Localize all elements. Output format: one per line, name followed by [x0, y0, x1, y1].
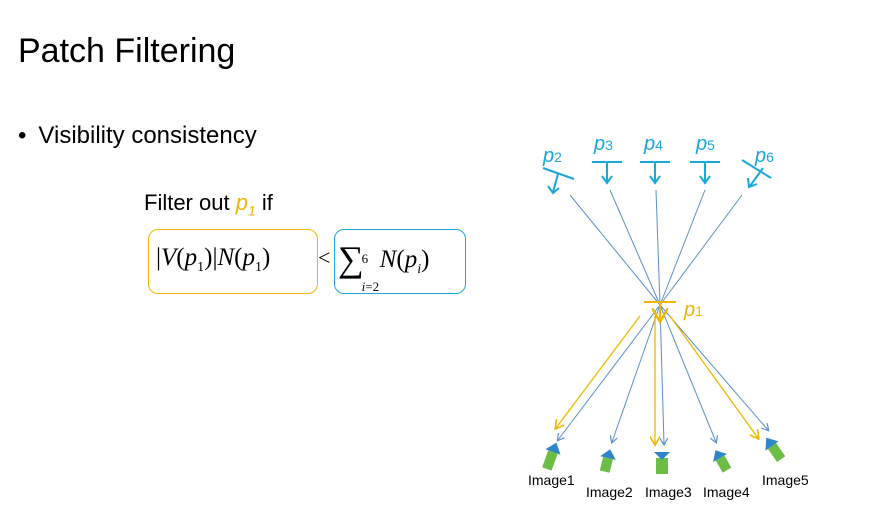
camera-labels: Image1 Image2 Image3 Image4 Image5 [528, 472, 809, 500]
bullet-item: • Visibility consistency [18, 122, 257, 150]
filter-variable: p1 [235, 190, 256, 219]
camera-image1 [542, 442, 561, 471]
label-image2: Image2 [586, 484, 633, 500]
label-p2: p2 [542, 145, 562, 167]
top-patches [542, 159, 772, 195]
formula-left: |V(p1)|N(p1) [156, 244, 271, 275]
label-image3: Image3 [645, 484, 692, 500]
label-image5: Image5 [762, 472, 809, 488]
camera-image5 [765, 437, 786, 462]
label-image1: Image1 [528, 472, 575, 488]
bullet-text: Visibility consistency [38, 122, 257, 149]
label-p4: p4 [643, 133, 663, 155]
bullet-dot: • [18, 122, 27, 149]
filter-prefix: Filter out [144, 190, 230, 215]
label-image4: Image4 [703, 484, 750, 500]
p1-patch [644, 301, 676, 320]
formula-right-box [334, 229, 466, 294]
yellow-camera-rays [556, 315, 758, 444]
top-rays [569, 189, 743, 306]
camera-image2 [599, 449, 616, 473]
blue-camera-rays [558, 304, 768, 444]
filter-statement: Filter out p1 if [144, 190, 273, 218]
slide-title: Patch Filtering [18, 32, 236, 70]
camera-image4 [713, 450, 732, 473]
label-p5: p5 [695, 133, 715, 155]
formula-left-box [148, 229, 318, 294]
label-p6: p6 [754, 145, 774, 167]
top-labels: p2 p3 p4 p5 p6 [542, 133, 774, 167]
camera-image3 [654, 452, 670, 474]
cameras [542, 437, 786, 474]
formula-operator: < [318, 245, 331, 270]
label-p1: p1 [683, 299, 703, 321]
label-p3: p3 [593, 133, 613, 155]
filter-suffix: if [261, 190, 273, 215]
